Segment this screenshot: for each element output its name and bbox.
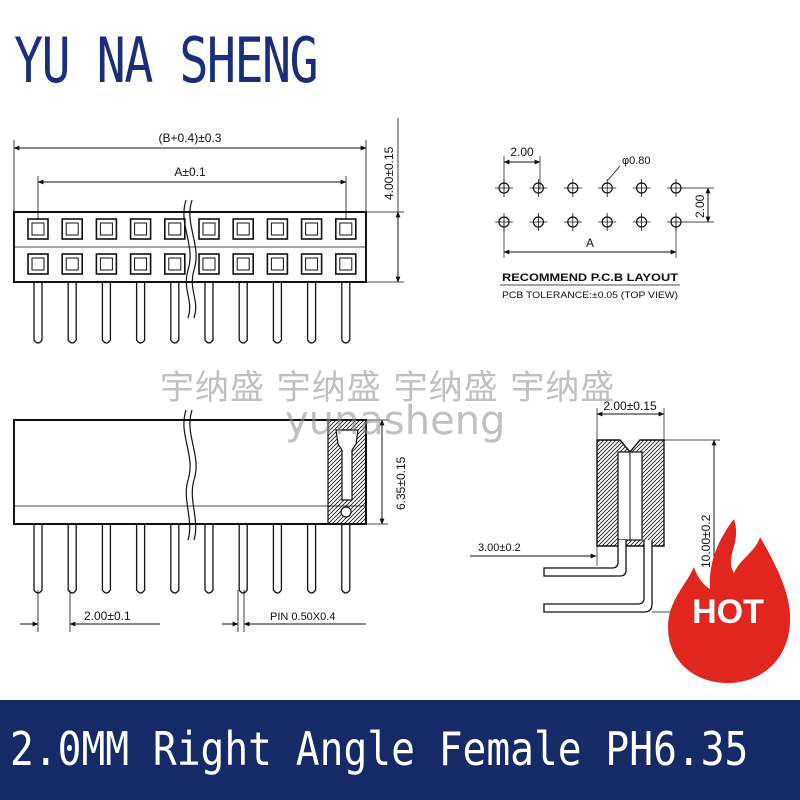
pin bbox=[238, 282, 248, 344]
socket-outer bbox=[27, 253, 49, 275]
socket-outer bbox=[198, 253, 220, 275]
top-dim-height: 4.00±0.15 bbox=[382, 146, 396, 200]
pin bbox=[306, 282, 317, 344]
brand-title: YU NA SHENG bbox=[14, 24, 319, 97]
socket-outer bbox=[198, 218, 220, 240]
socket-outer bbox=[61, 218, 84, 240]
hot-flame-badge: HOT bbox=[668, 519, 791, 683]
socket-outer bbox=[61, 253, 84, 275]
socket-inner bbox=[65, 222, 79, 236]
socket-inner bbox=[168, 222, 182, 236]
pin bbox=[204, 282, 214, 344]
pcb-layout-title: RECOMMEND P.C.B LAYOUT bbox=[502, 272, 678, 284]
socket-inner bbox=[31, 257, 45, 271]
watermark-latin: yunasheng bbox=[285, 398, 506, 444]
watermark-chinese: 宇纳盛 宇纳盛 宇纳盛 宇纳盛 bbox=[160, 368, 616, 408]
pin bbox=[272, 282, 283, 344]
socket-outer bbox=[266, 253, 289, 275]
socket-inner bbox=[134, 222, 148, 236]
end-width: 2.00±0.15 bbox=[603, 399, 657, 413]
socket-inner bbox=[99, 222, 113, 236]
socket-outer bbox=[334, 253, 357, 275]
pin bbox=[67, 524, 77, 594]
socket-outer bbox=[300, 218, 323, 240]
socket-outer bbox=[232, 218, 254, 240]
side-pin-spec: PIN 0.50X0.4 bbox=[270, 611, 335, 623]
pin bbox=[238, 524, 248, 594]
side-dim-height: 6.35±0.15 bbox=[394, 456, 408, 510]
socket-inner bbox=[339, 222, 353, 236]
side-pitch: 2.00±0.1 bbox=[84, 609, 131, 623]
pin bbox=[170, 282, 180, 344]
socket-inner bbox=[270, 222, 284, 236]
socket-inner bbox=[134, 257, 148, 271]
pcb-hole-diameter: φ0.80 bbox=[622, 155, 651, 167]
pin bbox=[101, 282, 112, 344]
socket-outer bbox=[266, 218, 289, 240]
socket-outer bbox=[164, 253, 186, 275]
side-view bbox=[13, 409, 388, 632]
pin bbox=[67, 282, 77, 344]
product-title: 2.0MM Right Angle Female PH6.35 bbox=[10, 722, 749, 776]
end-view bbox=[470, 408, 720, 613]
socket-inner bbox=[236, 257, 250, 271]
pcb-tolerance: PCB TOLERANCE:±0.05 (TOP VIEW) bbox=[502, 290, 678, 300]
socket-inner bbox=[202, 222, 216, 236]
pcb-row-pitch: 2.00 bbox=[693, 194, 707, 218]
socket-outer bbox=[95, 218, 118, 240]
socket-inner bbox=[339, 257, 353, 271]
technical-drawing: (B+0.4)±0.3 A±0.1 4.00±0.15 2.00 φ0.80 2… bbox=[13, 118, 720, 632]
pin bbox=[135, 524, 146, 594]
pcb-length-label: A bbox=[586, 236, 594, 250]
end-pin-offset: 3.00±0.2 bbox=[478, 542, 521, 554]
socket-outer bbox=[95, 253, 118, 275]
pin bbox=[306, 524, 317, 594]
flame-icon bbox=[668, 519, 791, 683]
top-view bbox=[13, 118, 404, 344]
pcb-pitch: 2.00 bbox=[510, 145, 534, 159]
pin bbox=[272, 524, 283, 594]
pin bbox=[341, 282, 351, 344]
socket-inner bbox=[305, 257, 319, 271]
socket-inner bbox=[270, 257, 284, 271]
socket-inner bbox=[202, 257, 216, 271]
end-height: 10.00±0.2 bbox=[699, 514, 713, 568]
footer-banner: 2.0MM Right Angle Female PH6.35 bbox=[0, 700, 800, 800]
pcb-layout bbox=[495, 156, 714, 286]
top-dim-a: A±0.1 bbox=[174, 165, 206, 179]
pin bbox=[33, 282, 43, 344]
socket-inner bbox=[31, 222, 45, 236]
pin bbox=[341, 524, 351, 594]
socket-outer bbox=[27, 218, 49, 240]
socket-outer bbox=[232, 253, 254, 275]
pin bbox=[204, 524, 214, 594]
top-dim-overall: (B+0.4)±0.3 bbox=[159, 131, 222, 145]
hot-label: HOT bbox=[692, 593, 764, 631]
socket-inner bbox=[65, 257, 79, 271]
socket-outer bbox=[129, 218, 152, 240]
socket-inner bbox=[99, 257, 113, 271]
pin bbox=[170, 524, 180, 594]
socket-outer bbox=[129, 253, 152, 275]
pin bbox=[101, 524, 112, 594]
socket-outer bbox=[334, 218, 357, 240]
pin bbox=[135, 282, 146, 344]
socket-outer bbox=[300, 253, 323, 275]
socket-inner bbox=[236, 222, 250, 236]
socket-inner bbox=[305, 222, 319, 236]
socket-inner bbox=[168, 257, 182, 271]
socket-outer bbox=[164, 218, 186, 240]
pin bbox=[33, 524, 43, 594]
